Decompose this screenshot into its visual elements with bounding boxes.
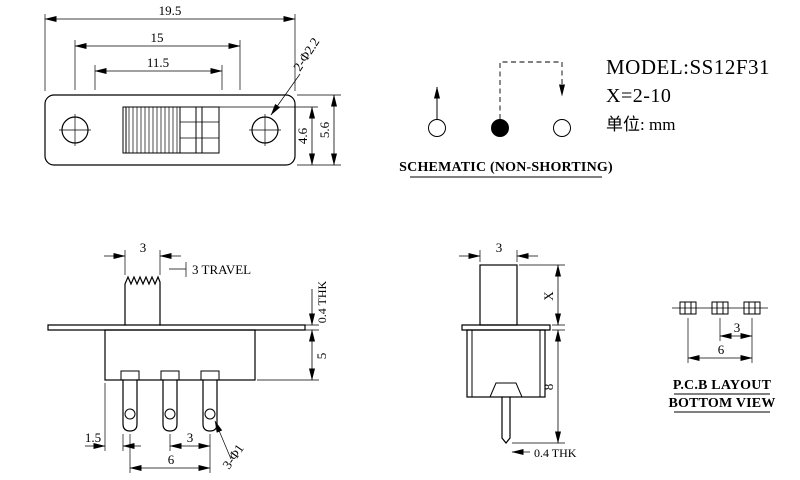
dim-overall-length: 19.5 — [159, 3, 182, 18]
body-front — [104, 329, 256, 381]
extension-lines-right — [257, 324, 319, 381]
dim-pin-thickness: 0.4 THK — [534, 446, 577, 460]
dim-flange-thickness: 0.4 THK — [315, 280, 329, 323]
dim-pad-pitch: 3 — [734, 320, 741, 335]
slot-detail-lines — [195, 107, 203, 153]
extension-lines-bottom — [104, 383, 211, 473]
contact-position-dashed — [499, 61, 562, 119]
dim-knob-width-side: 3 — [496, 240, 503, 255]
model-number: MODEL:SS12F31 — [606, 55, 770, 79]
travel-note: 3 TRAVEL — [192, 262, 251, 277]
slot-detail-lines-h — [180, 121, 219, 139]
slider-slot — [122, 106, 220, 154]
dim-pad-span: 6 — [718, 342, 725, 357]
pin-root-2 — [160, 370, 180, 381]
dim-mount-pitch: 15 — [151, 30, 164, 45]
unit-label: 单位: mm — [606, 115, 675, 134]
pin-hole-3 — [204, 408, 216, 420]
dim-body-width: 5.6 — [317, 121, 332, 138]
dim-body-height-side: 8 — [541, 384, 556, 391]
top-view: 19.5 15 11.5 4.6 5.6 2-Φ2.2 — [44, 3, 341, 166]
body-walls — [471, 330, 541, 397]
pcb-caption-line1: P.C.B LAYOUT — [673, 378, 772, 393]
dim-pin-edge-offset: 1.5 — [85, 430, 101, 445]
dim-knob-width: 3 — [140, 240, 147, 255]
pin-2 — [162, 379, 178, 432]
dim-slot-length: 11.5 — [147, 55, 169, 70]
pin-root-3 — [200, 370, 220, 381]
front-view: 3 3 TRAVEL 0.4 THK 5 1.5 3 6 3-Φ1 — [47, 240, 329, 473]
pin-root-1 — [120, 370, 140, 381]
pcb-layout: 3 6 P.C.B LAYOUT BOTTOM VIEW — [668, 301, 775, 413]
title-block: MODEL:SS12F31 X=2-10 单位: mm — [606, 55, 770, 134]
pin-hole-2 — [164, 408, 176, 420]
side-view: 3 X 8 0.4 THK — [459, 240, 577, 460]
knob-knurling — [128, 107, 178, 153]
terminal-1 — [428, 119, 446, 137]
hole-centerlines — [59, 114, 281, 146]
terminal-common — [491, 119, 509, 137]
extension-lines — [44, 14, 296, 91]
pin-1 — [122, 379, 138, 432]
dim-slot-width: 4.6 — [295, 127, 310, 144]
pad-1 — [679, 301, 697, 315]
switch-body-outline — [44, 94, 296, 166]
pin-hole-1 — [124, 408, 136, 420]
dim-pin-pitch: 3 — [187, 430, 194, 445]
body-side — [466, 329, 546, 398]
pad-3 — [743, 301, 761, 315]
pin-side — [501, 396, 511, 444]
dim-body-height: 5 — [314, 353, 329, 360]
x-spec: X=2-10 — [606, 85, 671, 107]
dim-knob-height: X — [541, 291, 556, 301]
schematic-caption: SCHEMATIC (NON-SHORTING) — [399, 160, 613, 175]
dim-pin-hole-note: 3-Φ1 — [219, 441, 247, 472]
flange — [47, 324, 306, 331]
schematic-view: SCHEMATIC (NON-SHORTING) — [399, 61, 613, 178]
extension-lines-right — [512, 264, 565, 444]
knob-side — [479, 264, 518, 326]
terminal-2 — [553, 119, 571, 137]
pcb-caption-line2: BOTTOM VIEW — [668, 396, 775, 411]
travel-mark — [169, 262, 187, 277]
dim-pin-span: 6 — [168, 452, 175, 467]
body-bottom-detail — [489, 382, 523, 398]
flange-side — [461, 324, 551, 331]
pad-2 — [711, 301, 729, 315]
knob-profile — [124, 275, 161, 326]
pin-3 — [202, 379, 218, 432]
